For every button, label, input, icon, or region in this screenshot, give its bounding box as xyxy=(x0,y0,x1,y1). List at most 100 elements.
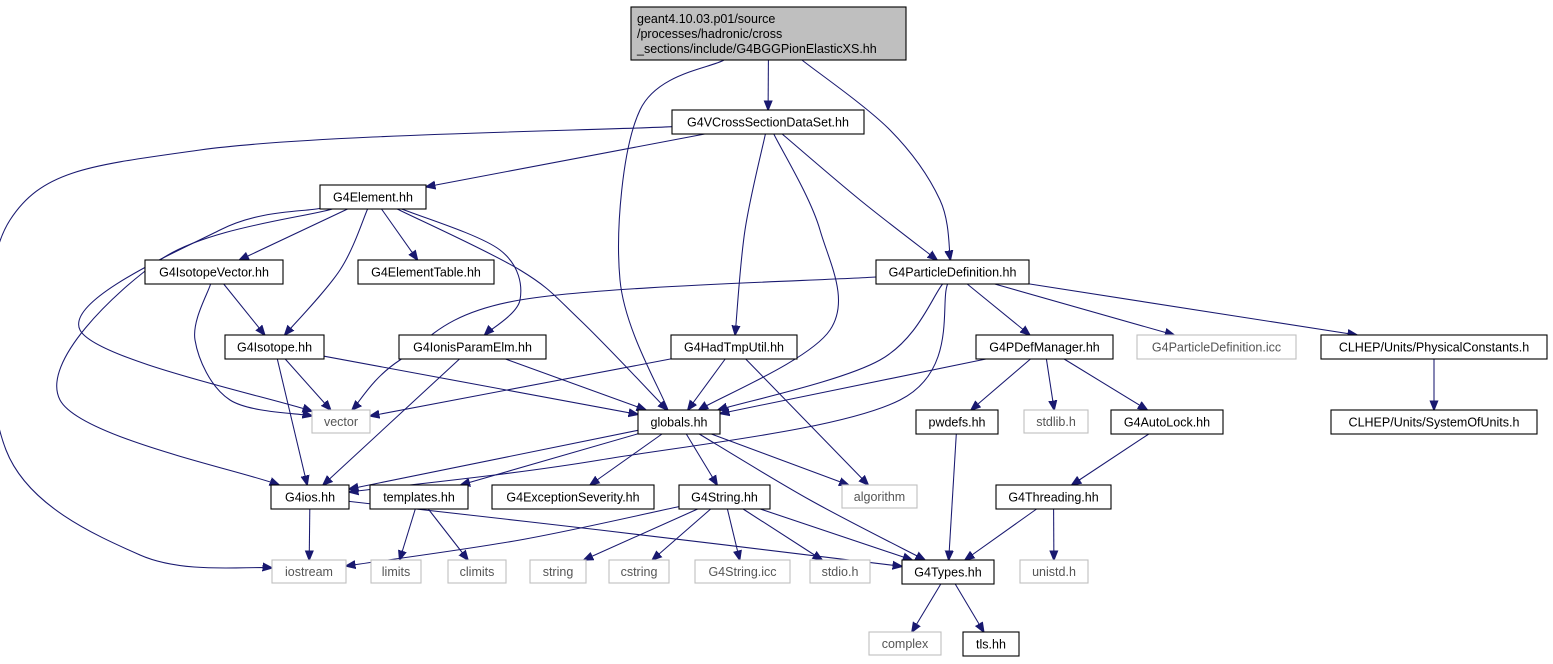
edge-partdef-to-physconst xyxy=(1028,283,1357,335)
edge-element-to-vector xyxy=(78,207,321,411)
node-pwdefs[interactable]: pwdefs.hh xyxy=(915,409,999,435)
node-label: _sections/include/G4BGGPionElasticXS.hh xyxy=(636,42,877,56)
node-label: G4Threading.hh xyxy=(1008,491,1098,505)
node-partdeficc[interactable]: G4ParticleDefinition.icc xyxy=(1136,334,1297,360)
edges-layer xyxy=(0,59,1434,632)
node-box xyxy=(1110,409,1224,435)
node-pdefmgr[interactable]: G4PDefManager.hh xyxy=(975,334,1114,360)
edge-pdefmgr-to-stdlib xyxy=(1045,358,1054,410)
node-box xyxy=(915,409,999,435)
edge-globals-to-excsev xyxy=(590,433,663,485)
node-box xyxy=(678,484,771,510)
node-g4string[interactable]: G4String.hh xyxy=(678,484,771,510)
edge-vcross-to-partdef xyxy=(781,133,937,260)
node-isotope[interactable]: G4Isotope.hh xyxy=(224,334,325,360)
node-vector[interactable]: vector xyxy=(311,409,371,434)
edge-element-to-isovec xyxy=(239,208,348,260)
node-label: templates.hh xyxy=(383,491,455,505)
node-label: pwdefs.hh xyxy=(929,416,986,430)
node-ios[interactable]: G4ios.hh xyxy=(270,484,350,510)
edge-templates-to-limits xyxy=(400,508,416,560)
node-types[interactable]: G4Types.hh xyxy=(901,559,995,585)
node-excsev[interactable]: G4ExceptionSeverity.hh xyxy=(491,484,655,510)
edge-g4string-to-types xyxy=(760,508,912,560)
nodes-layer: geant4.10.03.p01/source/processes/hadron… xyxy=(144,6,1548,657)
edge-ios-to-types xyxy=(348,500,902,566)
edge-element-to-isotope xyxy=(285,208,369,335)
node-templates[interactable]: templates.hh xyxy=(369,484,469,510)
node-root[interactable]: geant4.10.03.p01/source/processes/hadron… xyxy=(630,6,907,61)
node-box xyxy=(637,409,721,435)
node-label: G4Types.hh xyxy=(914,566,981,580)
node-tls[interactable]: tls.hh xyxy=(962,631,1020,657)
node-iostream[interactable]: iostream xyxy=(271,559,347,584)
edge-g4string-to-iostream xyxy=(346,506,680,566)
edge-isovec-to-isotope xyxy=(223,283,265,335)
edge-isotope-to-globals xyxy=(323,355,638,414)
node-eltable[interactable]: G4ElementTable.hh xyxy=(357,259,495,285)
node-globals[interactable]: globals.hh xyxy=(637,409,721,435)
node-box xyxy=(962,631,1020,657)
node-label: G4ExceptionSeverity.hh xyxy=(506,491,639,505)
edge-g4string-to-g4stringicc xyxy=(726,508,739,560)
edge-isotope-to-ios xyxy=(276,358,307,485)
node-label: geant4.10.03.p01/source xyxy=(637,12,775,26)
node-sysunits[interactable]: CLHEP/Units/SystemOfUnits.h xyxy=(1330,409,1538,435)
node-box xyxy=(875,259,1030,285)
node-isovec[interactable]: G4IsotopeVector.hh xyxy=(144,259,284,285)
node-label: iostream xyxy=(285,565,333,579)
node-climits[interactable]: climits xyxy=(447,559,507,584)
edge-partdef-to-partdeficc xyxy=(994,283,1175,335)
node-box xyxy=(809,559,871,584)
node-partdef[interactable]: G4ParticleDefinition.hh xyxy=(875,259,1030,285)
edge-ios-to-iostream xyxy=(309,508,310,560)
edge-globals-to-types xyxy=(698,433,925,560)
node-element[interactable]: G4Element.hh xyxy=(319,184,427,210)
node-label: stdio.h xyxy=(822,565,859,579)
node-box xyxy=(311,409,371,434)
node-autolock[interactable]: G4AutoLock.hh xyxy=(1110,409,1224,435)
node-box xyxy=(224,334,325,360)
edge-hadtmp-to-vector xyxy=(370,358,672,416)
node-g4stringicc[interactable]: G4String.icc xyxy=(694,559,791,584)
node-complex[interactable]: complex xyxy=(868,631,942,656)
node-label: cstring xyxy=(621,565,658,579)
node-stdio[interactable]: stdio.h xyxy=(809,559,871,584)
node-label: G4HadTmpUtil.hh xyxy=(684,341,784,355)
node-box xyxy=(357,259,495,285)
node-box xyxy=(447,559,507,584)
node-limits[interactable]: limits xyxy=(370,559,422,584)
edge-partdef-to-globals xyxy=(718,283,944,410)
node-threading[interactable]: G4Threading.hh xyxy=(995,484,1112,510)
node-vcross[interactable]: G4VCrossSectionDataSet.hh xyxy=(671,109,865,135)
node-label: CLHEP/Units/PhysicalConstants.h xyxy=(1339,341,1529,355)
edge-element-to-ios xyxy=(56,208,333,485)
node-stdlib[interactable]: stdlib.h xyxy=(1023,409,1089,434)
edge-pdefmgr-to-pwdefs xyxy=(971,358,1031,410)
edge-element-to-globals xyxy=(396,208,667,410)
edge-element-to-eltable xyxy=(381,208,418,260)
node-ionis[interactable]: G4IonisParamElm.hh xyxy=(398,334,547,360)
edge-hadtmp-to-algorithm xyxy=(745,358,869,485)
node-label: stdlib.h xyxy=(1036,415,1076,429)
edge-isotope-to-vector xyxy=(284,358,331,410)
node-box xyxy=(1136,334,1297,360)
edge-hadtmp-to-globals xyxy=(688,358,726,410)
edge-autolock-to-threading xyxy=(1072,433,1150,485)
edge-ionis-to-globals xyxy=(505,358,647,410)
node-box xyxy=(1330,409,1538,435)
edge-g4string-to-cstring xyxy=(652,508,712,560)
node-unistd[interactable]: unistd.h xyxy=(1019,559,1089,584)
node-label: G4ParticleDefinition.icc xyxy=(1152,341,1281,355)
node-label: complex xyxy=(882,637,929,651)
node-string[interactable]: string xyxy=(529,559,587,584)
node-physconst[interactable]: CLHEP/Units/PhysicalConstants.h xyxy=(1320,334,1548,360)
edge-threading-to-types xyxy=(965,508,1037,560)
node-box xyxy=(271,559,347,584)
node-algorithm[interactable]: algorithm xyxy=(841,484,918,509)
node-cstring[interactable]: cstring xyxy=(608,559,670,584)
node-label: G4AutoLock.hh xyxy=(1124,416,1210,430)
node-hadtmp[interactable]: G4HadTmpUtil.hh xyxy=(670,334,798,360)
edge-globals-to-templates xyxy=(461,433,639,485)
node-label: G4IonisParamElm.hh xyxy=(413,341,532,355)
